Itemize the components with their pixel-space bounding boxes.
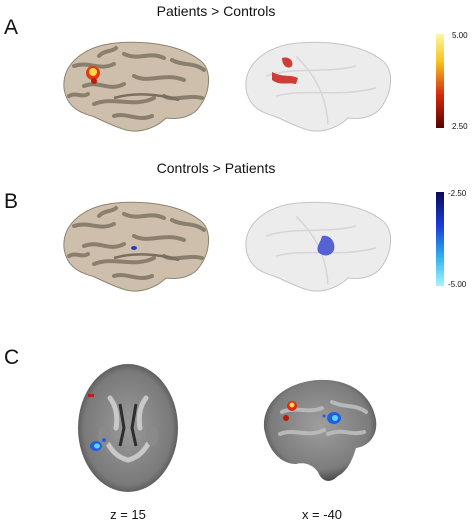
panel-c-axial-slice — [78, 364, 178, 492]
panel-a-title: Patients > Controls — [156, 3, 276, 19]
panel-a-cortex-glass — [245, 41, 391, 132]
panel-c-axial-caption: z = 15 — [110, 507, 146, 522]
panel-c-sagittal-slice — [263, 379, 377, 481]
panel-b-cortex-glass — [245, 201, 391, 292]
panel-b-cortex-textured — [63, 201, 209, 292]
panel-c-sagittal-caption: x = -40 — [301, 507, 343, 522]
panel-letter-c: C — [4, 346, 20, 369]
panel-b-colorbar — [436, 192, 444, 286]
panel-a-colorbar-min-label: 2.50 — [452, 122, 468, 131]
panel-b-title: Controls > Patients — [156, 160, 276, 176]
panel-a-colorbar — [436, 34, 444, 128]
panel-letter-b: B — [4, 190, 19, 213]
panel-a-colorbar-max-label: 5.00 — [452, 31, 468, 40]
panel-a-activation-blob — [86, 66, 100, 84]
panel-a-cortex-textured — [63, 41, 209, 132]
panel-b-colorbar-top-label: -2.50 — [448, 189, 467, 198]
panel-b-colorbar-bottom-label: -5.00 — [448, 280, 467, 289]
panel-letter-a: A — [4, 16, 19, 39]
